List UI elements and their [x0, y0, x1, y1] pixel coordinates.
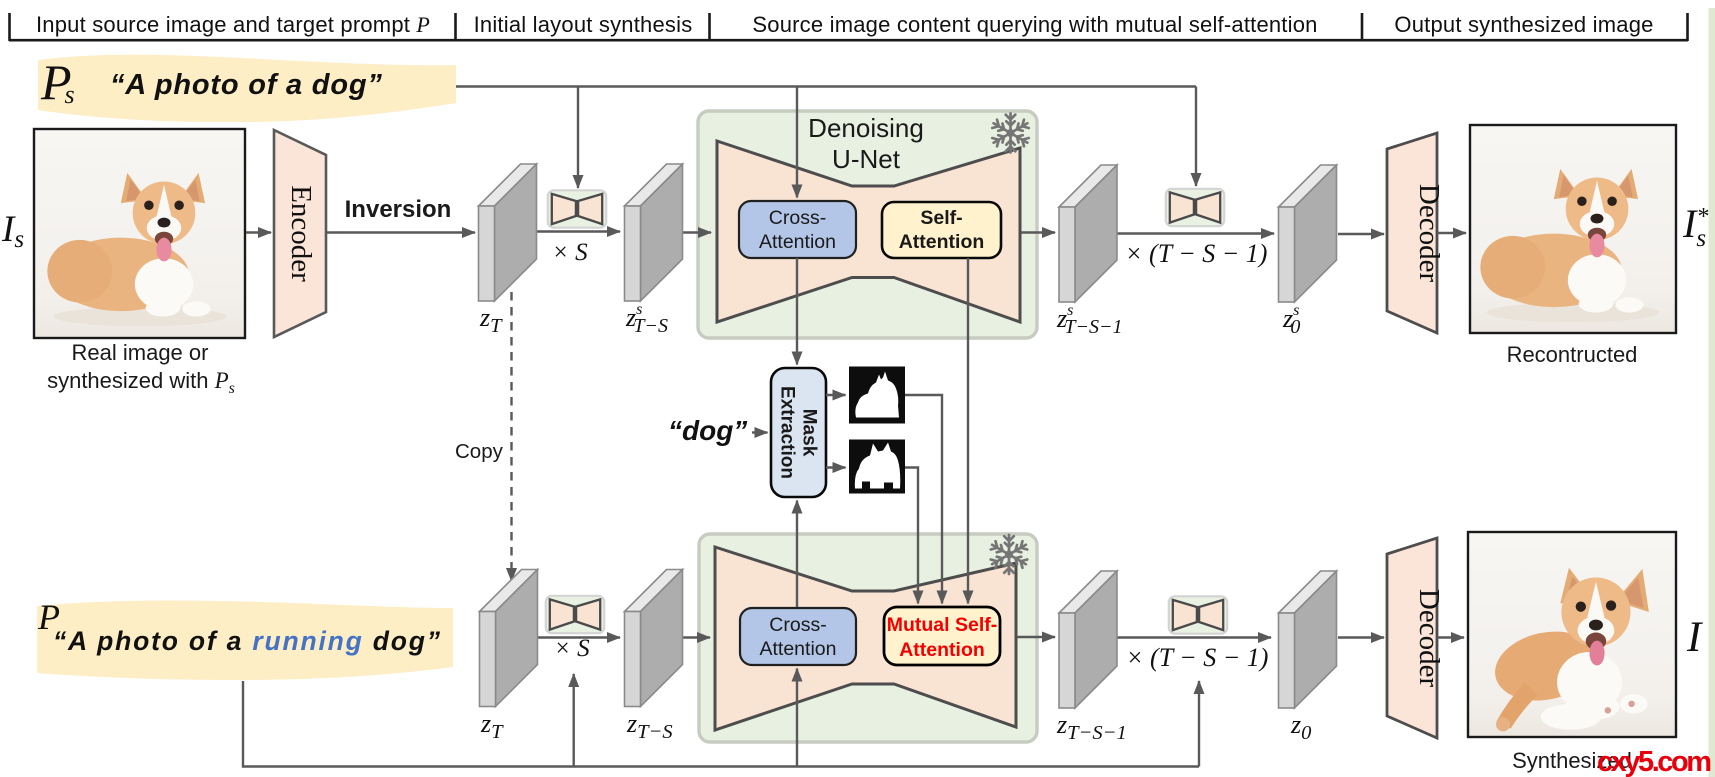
svg-text:“A photo of a running dog”: “A photo of a running dog”: [53, 626, 442, 656]
svg-text:Mask: Mask: [799, 409, 820, 457]
svg-text:Mutual Self-: Mutual Self-: [887, 614, 998, 636]
svg-text:× (T − S − 1): × (T − S − 1): [1125, 239, 1267, 268]
svg-text:I*s: I*s: [1682, 201, 1708, 252]
svg-text:I: I: [1686, 614, 1703, 661]
svg-text:Inversion: Inversion: [345, 196, 452, 223]
svg-text:zT: zT: [479, 303, 503, 337]
svg-text:Ps: Ps: [40, 54, 75, 110]
svg-text:Cross-: Cross-: [769, 614, 826, 636]
svg-text:synthesized with Ps: synthesized with Ps: [47, 368, 235, 397]
svg-text:Recontructed: Recontructed: [1507, 342, 1638, 367]
svg-text:Extraction: Extraction: [777, 386, 798, 479]
svg-text:Attention: Attention: [899, 639, 985, 661]
svg-text:Attention: Attention: [759, 231, 836, 253]
svg-text:Real image or: Real image or: [72, 340, 209, 365]
svg-text:Source image content querying: Source image content querying with mutua…: [752, 12, 1317, 37]
svg-text:Self-: Self-: [920, 207, 962, 229]
svg-text:“A photo of a dog”: “A photo of a dog”: [110, 69, 383, 101]
svg-text:Attention: Attention: [760, 638, 837, 660]
svg-text:× S: × S: [552, 239, 588, 266]
svg-text:Encoder: Encoder: [285, 185, 317, 282]
svg-text:Input source image and target: Input source image and target prompt P: [36, 12, 430, 37]
svg-text:× S: × S: [554, 635, 590, 662]
svg-text:Cross-: Cross-: [769, 207, 826, 229]
svg-text:zs0: zs0: [1282, 302, 1300, 338]
svg-text:Output synthesized image: Output synthesized image: [1394, 12, 1653, 37]
svg-text:Initial layout synthesis: Initial layout synthesis: [474, 12, 693, 37]
svg-text:Denoising: Denoising: [808, 113, 924, 143]
svg-text:P: P: [37, 597, 60, 637]
svg-text:U-Net: U-Net: [832, 144, 901, 174]
svg-text:cxy5.com: cxy5.com: [1597, 746, 1712, 777]
svg-text:Synthesized: Synthesized: [1512, 748, 1632, 773]
svg-text:Attention: Attention: [899, 231, 985, 253]
svg-text:“dog”: “dog”: [668, 415, 747, 446]
svg-text:Copy: Copy: [455, 440, 504, 463]
svg-text:× (T − S − 1): × (T − S − 1): [1126, 643, 1268, 672]
